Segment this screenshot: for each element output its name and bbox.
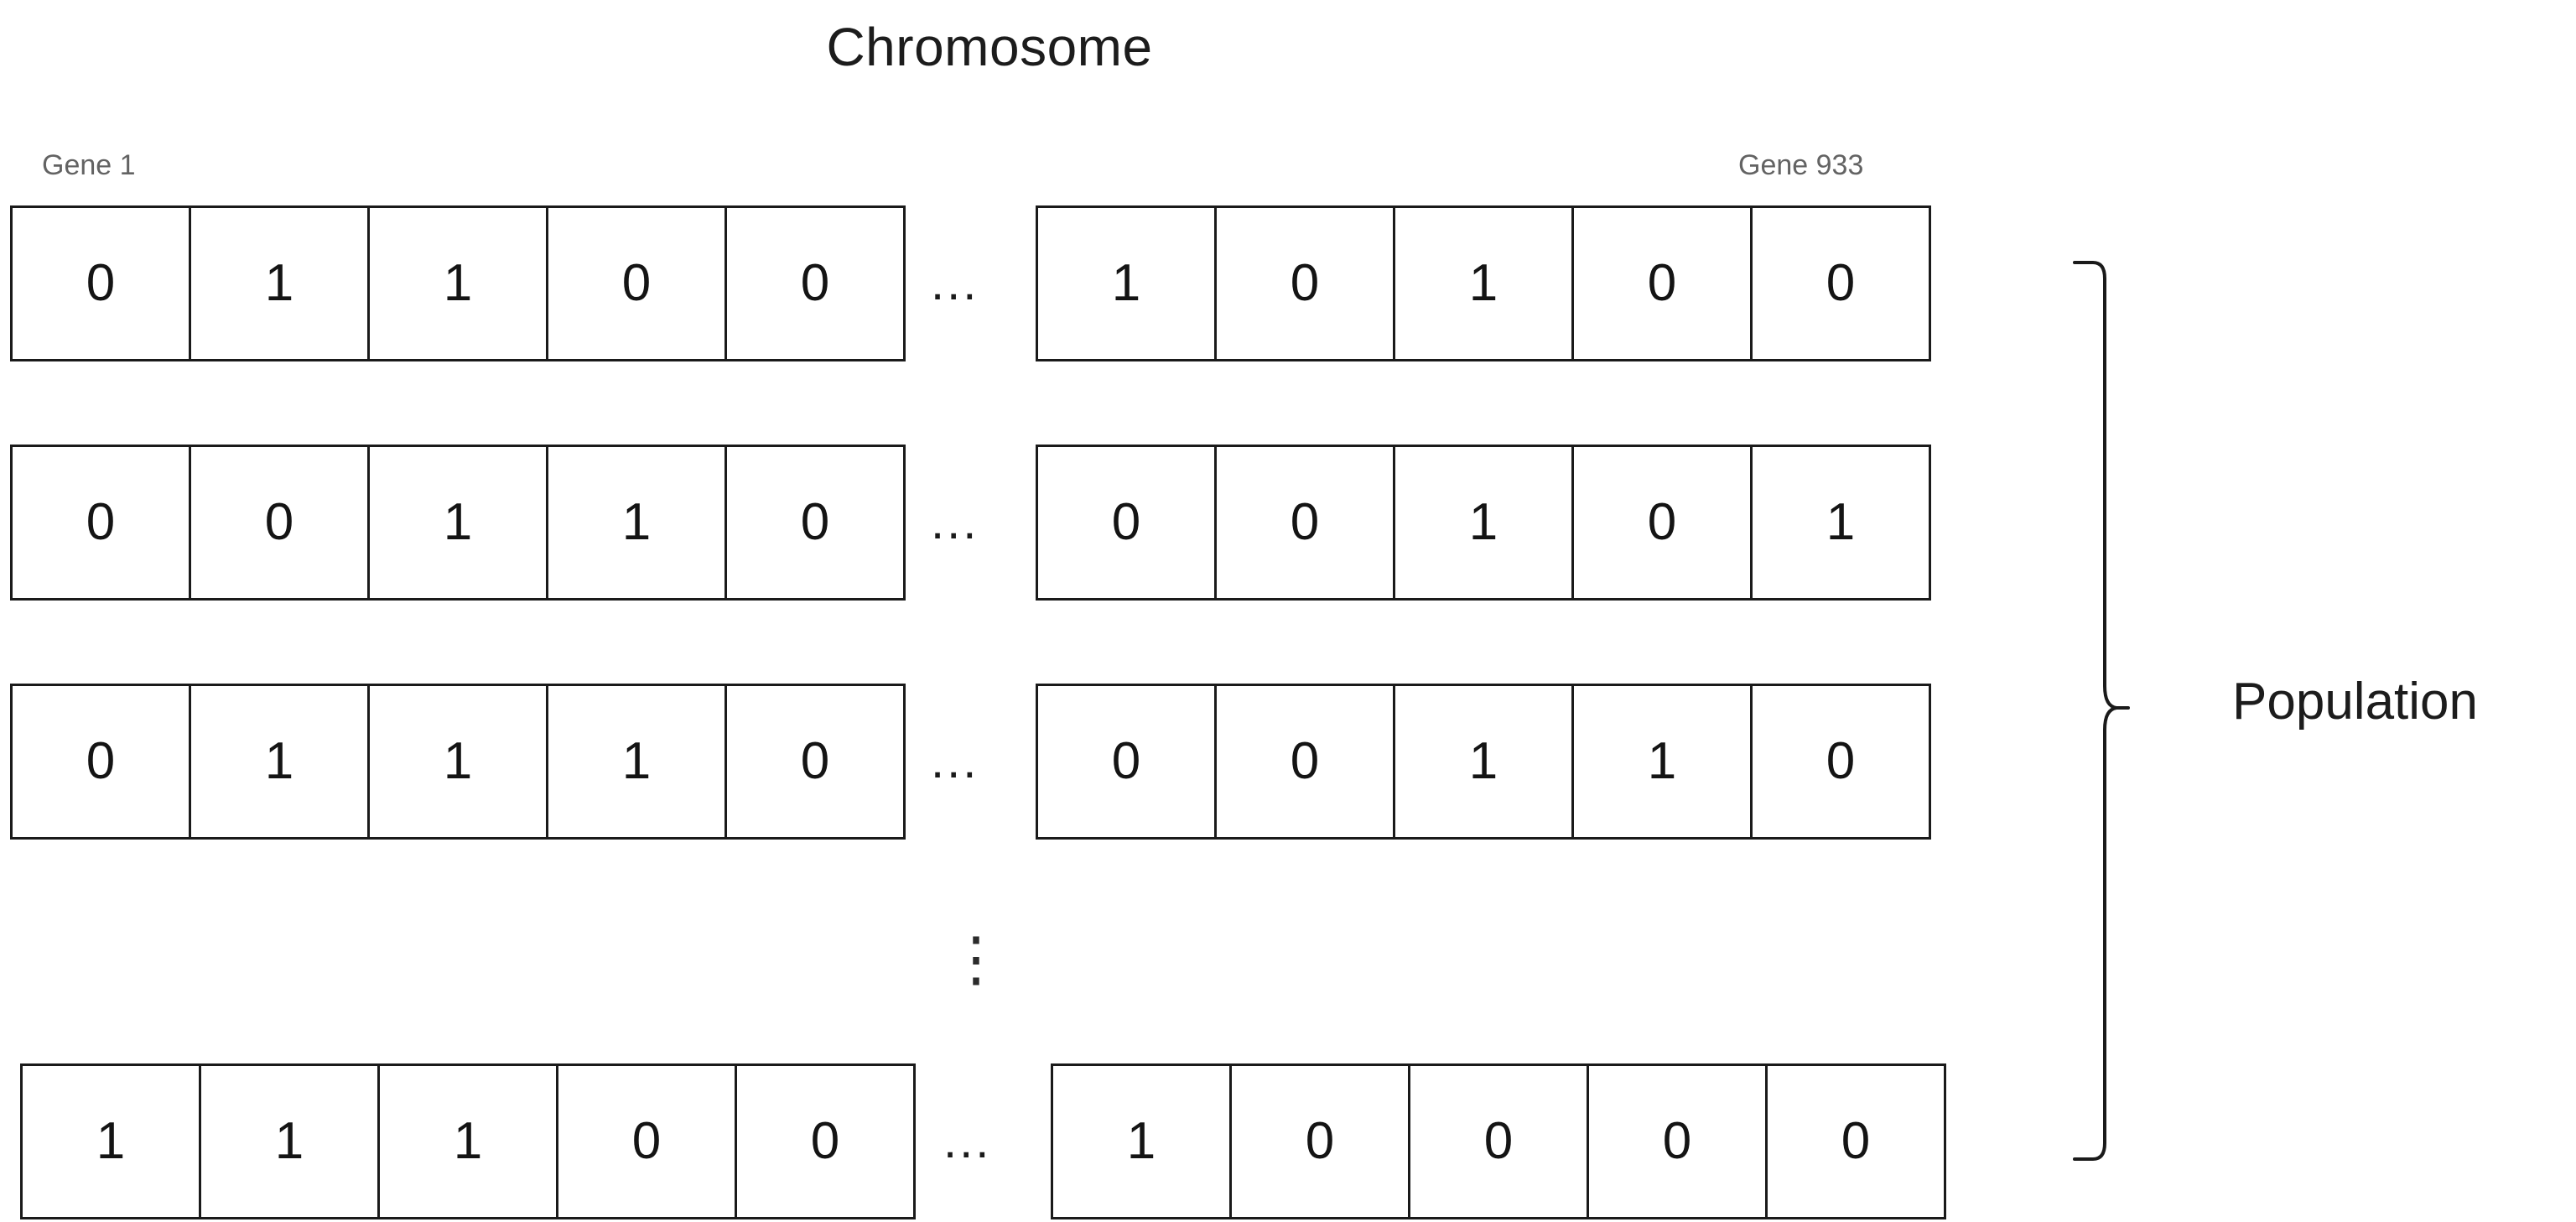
chromosome-row-left-genes: 1 1 1 0 0 [20,1063,916,1219]
chromosome-row-right-genes: 1 0 0 0 0 [1051,1063,1946,1219]
gene-cell: 1 [1571,684,1753,840]
population-brace-icon [2071,260,2130,1162]
gene-cell: 0 [724,205,906,361]
gene-cell: 1 [546,445,727,601]
chromosome-row-right-genes: 1 0 1 0 0 [1036,205,1931,361]
row-ellipsis: ... [931,734,979,788]
chromosome-row: 0 0 1 1 0 ... 0 0 1 0 1 [0,445,1979,601]
chromosome-row: 1 1 1 0 0 ... 1 0 0 0 0 [0,1063,1979,1219]
gene-cell: 0 [724,684,906,840]
chromosome-row-left-genes: 0 1 1 1 0 [10,684,906,840]
gene-cell: 0 [1765,1063,1946,1219]
gene-cell: 0 [546,205,727,361]
rows-continuation-ellipsis: ⋮ [946,926,1006,993]
gene-cell: 0 [1571,205,1753,361]
chromosome-row-left-genes: 0 0 1 1 0 [10,445,906,601]
page-title: Chromosome [826,17,1153,77]
gene-cell: 1 [1393,205,1574,361]
gene-last-label: Gene 933 [1738,149,1864,181]
gene-cell: 0 [724,445,906,601]
gene-cell: 0 [1750,684,1931,840]
chromosome-row-right-genes: 0 0 1 0 1 [1036,445,1931,601]
gene-cell: 1 [20,1063,201,1219]
gene-cell: 0 [1036,684,1217,840]
gene-cell: 0 [1214,205,1395,361]
gene-cell: 0 [10,205,191,361]
gene-cell: 1 [367,684,548,840]
gene-cell: 1 [1051,1063,1232,1219]
chromosome-row: 0 1 1 0 0 ... 1 0 1 0 0 [0,205,1979,361]
gene-cell: 0 [1587,1063,1768,1219]
gene-cell: 0 [10,445,191,601]
gene-cell: 0 [556,1063,737,1219]
gene-cell: 1 [367,205,548,361]
gene-cell: 1 [199,1063,380,1219]
gene-cell: 0 [1214,445,1395,601]
gene-cell: 0 [1750,205,1931,361]
gene-cell: 0 [1214,684,1395,840]
gene-first-label: Gene 1 [42,149,136,181]
gene-cell: 0 [1571,445,1753,601]
gene-cell: 1 [377,1063,558,1219]
population-label: Population [2232,673,2479,731]
gene-cell: 0 [1036,445,1217,601]
gene-cell: 0 [1408,1063,1589,1219]
row-ellipsis: ... [943,1114,992,1168]
chromosome-row-left-genes: 0 1 1 0 0 [10,205,906,361]
gene-cell: 1 [189,205,370,361]
row-ellipsis: ... [931,256,979,310]
gene-cell: 1 [367,445,548,601]
gene-cell: 1 [1750,445,1931,601]
gene-cell: 0 [189,445,370,601]
gene-cell: 1 [189,684,370,840]
gene-cell: 1 [546,684,727,840]
gene-cell: 1 [1393,684,1574,840]
gene-cell: 0 [10,684,191,840]
chromosome-row-right-genes: 0 0 1 1 0 [1036,684,1931,840]
chromosome-row: 0 1 1 1 0 ... 0 0 1 1 0 [0,684,1979,840]
gene-cell: 1 [1393,445,1574,601]
row-ellipsis: ... [931,495,979,549]
gene-cell: 0 [1229,1063,1410,1219]
gene-cell: 0 [735,1063,916,1219]
gene-cell: 1 [1036,205,1217,361]
